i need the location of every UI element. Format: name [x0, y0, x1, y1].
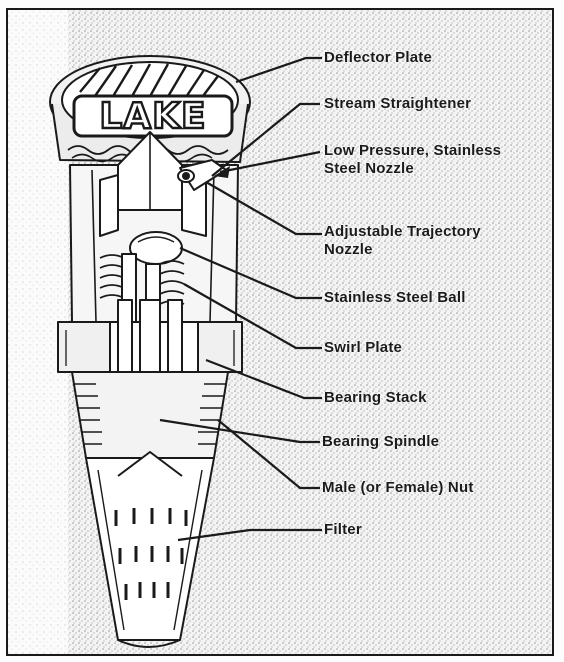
label-bearing-spindle: Bearing Spindle	[322, 433, 439, 451]
label-stainless-ball-line-1: Stainless Steel Ball	[324, 289, 466, 306]
label-swirl-plate-line-1: Swirl Plate	[324, 339, 402, 356]
label-bearing-stack-line-1: Bearing Stack	[324, 389, 427, 406]
label-male-nut: Male (or Female) Nut	[322, 479, 474, 497]
label-low-pressure-nozzle: Low Pressure, Stainless Steel Nozzle	[324, 142, 501, 178]
logo-text: LAKE	[99, 96, 206, 137]
label-adjustable-nozzle-line-1: Adjustable Trajectory	[324, 223, 481, 241]
label-stream-straightener-line-1: Stream Straightener	[324, 95, 471, 112]
label-filter: Filter	[324, 521, 362, 539]
label-stainless-ball: Stainless Steel Ball	[324, 289, 466, 307]
label-low-pressure-nozzle-line-1: Low Pressure, Stainless	[324, 142, 501, 160]
label-filter-line-1: Filter	[324, 521, 362, 538]
label-male-nut-line-1: Male (or Female) Nut	[322, 479, 474, 496]
label-deflector-plate: Deflector Plate	[324, 49, 432, 67]
label-bearing-spindle-line-1: Bearing Spindle	[322, 433, 439, 450]
label-adjustable-nozzle-line-2: Nozzle	[324, 241, 481, 259]
label-deflector-plate-line-1: Deflector Plate	[324, 49, 432, 66]
label-bearing-stack: Bearing Stack	[324, 389, 427, 407]
label-swirl-plate: Swirl Plate	[324, 339, 402, 357]
label-low-pressure-nozzle-line-2: Steel Nozzle	[324, 160, 501, 178]
label-stream-straightener: Stream Straightener	[324, 95, 471, 113]
label-adjustable-nozzle: Adjustable Trajectory Nozzle	[324, 223, 481, 259]
male-nut-part	[72, 372, 228, 458]
